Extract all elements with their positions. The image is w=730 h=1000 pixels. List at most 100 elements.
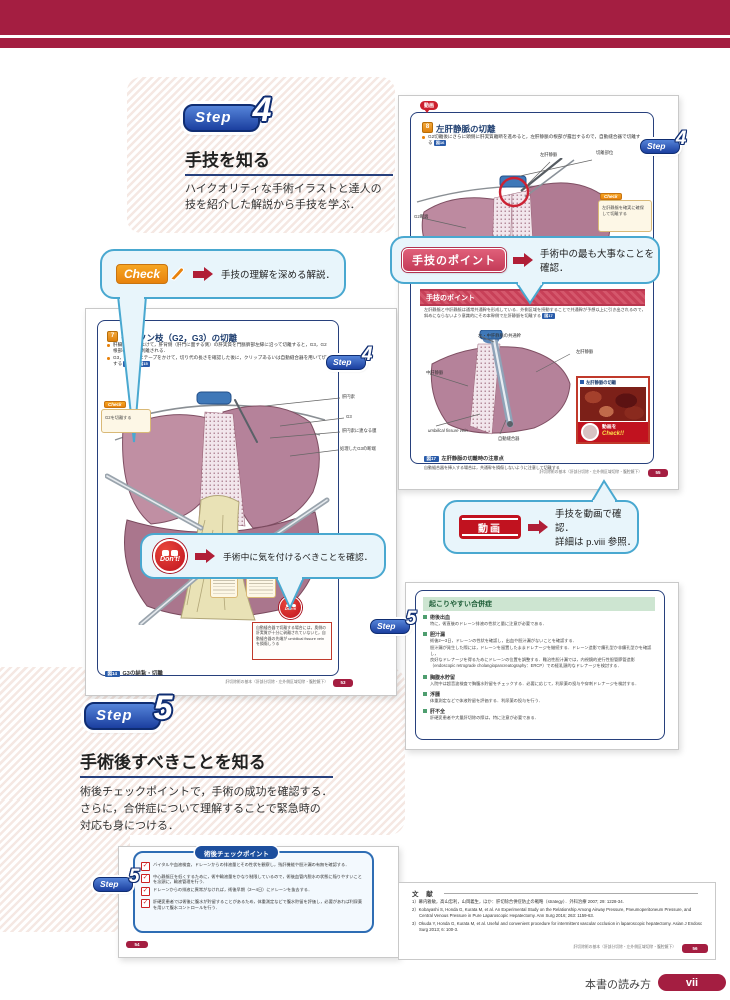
checkmark-icon: ✓ bbox=[141, 873, 150, 883]
step5-hatch-bg-lower bbox=[0, 800, 130, 932]
figure-badge: 図17 bbox=[424, 456, 439, 462]
step-word: Step bbox=[326, 355, 367, 370]
complication-line: 入院中は超音波検査で胸腹水貯留をチェックする．必要に応じて，利尿薬の投与や穿刺ド… bbox=[430, 680, 640, 686]
complication-line: 特に，術直後のドレーン排液の性状と量に注意が必要である． bbox=[430, 621, 547, 626]
check-badge: Check bbox=[116, 264, 169, 284]
step4-title: 手技を知る bbox=[185, 151, 270, 170]
check-note-box: G2を切離する bbox=[101, 409, 151, 433]
cta-line2: Check!! bbox=[602, 431, 625, 438]
vascular-clamp bbox=[479, 330, 503, 340]
complication-title: 胸腹水貯留 bbox=[423, 674, 657, 681]
reference: 2）Kobayashi S, Honda G, Kurata M, et al.… bbox=[412, 906, 692, 918]
left-page-title: グリソン枝（G2，G3）の切離 bbox=[121, 333, 238, 343]
caption-text: G3の結紮・切離 bbox=[122, 671, 163, 677]
anatomy-label: 左・中肝静脈の共通幹 bbox=[478, 333, 521, 338]
right-page-footer: 肝切除術の基本（肝部分切除・左外側区域切除・腹腔鏡下） bbox=[539, 470, 642, 474]
mini-check-badge: Check bbox=[600, 193, 622, 200]
step-number: 4 bbox=[675, 128, 687, 149]
step5-badge: Step 5 bbox=[84, 689, 173, 730]
dont-badge: Don't! bbox=[153, 539, 187, 573]
step-number: 4 bbox=[361, 344, 373, 365]
bullet: G2切離後にさらに頭側に肝実質離断を進めると，左肝静脈の根部が露出するので，自動… bbox=[422, 134, 644, 147]
pointing-hand-icon bbox=[170, 266, 184, 281]
step4-mini-badge: Step 4 bbox=[326, 344, 372, 370]
checklist-page-number: 54 bbox=[126, 941, 148, 948]
checklist-items: ✓ バイタルや血液検査，ドレーンからの排液量とその性状を観察し，残肝機能や胆汁漏の… bbox=[141, 862, 363, 913]
point-text: 左肝静脈と中肝静脈は通常共通幹を形成している．外側区域を授動することで共通幹が予… bbox=[424, 307, 646, 319]
checklist-text: 肝硬変患者では術後に腹水が貯留することがあるため，体重測定などで腹水貯留を評価し… bbox=[153, 898, 363, 910]
mini-check-badge: Check bbox=[104, 401, 126, 408]
vascular-clamp bbox=[196, 391, 232, 405]
reference: 1）幕内雅敏，高山忠利，山岡義生，ほか：肝切除合併症防止の戦略（strategy… bbox=[412, 899, 624, 904]
anatomy-label: 自動縫合器 bbox=[498, 436, 520, 441]
step-word: Step bbox=[640, 139, 681, 154]
complication-line: 体重測定などで体液貯留を評価する．利尿薬の投与を行う． bbox=[430, 698, 543, 704]
sample-page-references bbox=[398, 882, 716, 960]
complication-line: 胆汁漏が発生した際には，ドレーンを留置したままドレナージを継続する．ドレーン造影… bbox=[430, 644, 652, 656]
complication-line: 肝硬変患者や大量肝切除の際は，特に注意が必要である． bbox=[430, 715, 539, 721]
top-banner bbox=[0, 0, 730, 35]
checklist-item: ✓中心静脈圧を低くするために，術中輸液量をかなり制限しているので，術後血管内脱水… bbox=[141, 873, 363, 885]
checklist-box bbox=[133, 851, 374, 933]
step4-hatch-bg bbox=[127, 77, 395, 233]
step4-description: ハイクオリティな手術イラストと達人の 技を紹介した解説から手技を学ぶ． bbox=[185, 182, 399, 214]
checklist-text: ドレーンからの排液に異常がなければ，術後早期（2〜4日）にドレーンを抜去する． bbox=[153, 887, 313, 893]
play-circle-icon bbox=[581, 423, 599, 441]
point-badge: 手技のポイント bbox=[402, 248, 506, 272]
check-callout: Check 手技の理解を深める解説． bbox=[100, 249, 346, 299]
checklist-text: バイタルや血液検査，ドレーンからの排液量とその性状を観察し，残肝機能や胆汁漏の有… bbox=[153, 862, 350, 867]
complications-body: 術後出血 特に，術直後のドレーン排液の性状と量に注意が必要である． 胆汁漏 術後… bbox=[423, 610, 657, 722]
highlight-circle bbox=[498, 176, 530, 208]
dont-callout: Don't! 手術中に気を付けるべきことを確認． bbox=[140, 533, 386, 579]
page-footer-label: 本書の読み方 bbox=[585, 979, 651, 991]
red-arrow-icon bbox=[193, 267, 214, 281]
complications-header: 起こりやすい合併症 bbox=[423, 597, 655, 611]
step5-desc-line3: 対応も身につける． bbox=[80, 820, 179, 833]
complication-title: 浮腫 bbox=[423, 691, 657, 698]
references-page-number: 56 bbox=[682, 944, 708, 953]
dont-callout-text: 手術中に気を付けるべきことを確認． bbox=[223, 551, 373, 562]
step-number: 5 bbox=[153, 689, 173, 727]
references-header: 文 献 bbox=[412, 891, 436, 898]
checklist-badge: 術後チェックポイント bbox=[195, 846, 278, 859]
anatomy-label: 中肝静脈 bbox=[426, 370, 444, 375]
dont-note-box: 自動縫合器で切離する場合には，奥側の肝実質が十分に剥離されていないと，自動縫合器… bbox=[252, 622, 332, 660]
references-list: 1）幕内雅敏，高山忠利，山岡義生，ほか：肝切除合併症防止の戦略（strategy… bbox=[412, 899, 704, 935]
references-footer: 肝切除術の基本（肝部分切除・左外側区域切除・腹腔鏡下） bbox=[573, 945, 676, 949]
checklist-item: ✓バイタルや血液検査，ドレーンからの排液量とその性状を観察し，残肝機能や胆汁漏の… bbox=[141, 862, 363, 871]
right-page-bullets: G2切離後にさらに頭側に肝実質離断を進めると，左肝静脈の根部が露出するので，自動… bbox=[422, 134, 644, 147]
anatomy-label: 肝円索に連なる膜 bbox=[342, 428, 377, 433]
cta-line1: 動画を bbox=[602, 425, 617, 431]
anatomy-label: G3 bbox=[346, 414, 352, 419]
step4-mini-badge-right: Step 4 bbox=[640, 128, 686, 154]
step-word: Step bbox=[183, 104, 260, 132]
step-word: Step bbox=[93, 877, 134, 892]
complication-title: 術後出血 bbox=[423, 614, 657, 621]
liver-illustration-lhv-bottom bbox=[429, 330, 571, 435]
left-page-number: 53 bbox=[333, 679, 353, 687]
figure-ref-badge: 図16 bbox=[433, 140, 447, 147]
point-paragraph: 左肝静脈と中肝静脈は通常共通幹を形成している．外側区域を授動することで共通幹が予… bbox=[424, 307, 646, 319]
check-note-box: 左肝静脈を確実に確保して切離する bbox=[598, 200, 652, 232]
figure-ref-badge: 図17 bbox=[542, 313, 555, 319]
step-number: 5 bbox=[405, 608, 417, 629]
top-banner-stripe bbox=[0, 38, 730, 48]
dont-label: Don't! bbox=[160, 555, 180, 563]
page-number-chip: vii bbox=[658, 974, 726, 991]
red-arrow-icon bbox=[195, 549, 215, 563]
step4-badge: Step 4 bbox=[183, 91, 272, 132]
complication-line: （endoscopic retrograde cholangiopancreat… bbox=[430, 663, 622, 669]
check-note-text: G2を切離する bbox=[105, 415, 132, 420]
bullet-text: G2切離後にさらに頭側に肝実質離断を進めると，左肝静脈の根部が露出するので，自動… bbox=[428, 134, 641, 146]
video-text-line1: 手技を動画で確認． bbox=[555, 509, 622, 534]
step5-mini-badge-checklist: Step 5 bbox=[93, 866, 139, 892]
figure-ref-badge: 図15 bbox=[137, 361, 150, 367]
tail-mask bbox=[120, 296, 144, 300]
video-badge: 動画 bbox=[459, 515, 521, 539]
anatomy-label: umbilical fissure vein bbox=[428, 428, 468, 433]
complication-line: 術後2〜3日，ドレーンの性状を確認し，出血や胆汁漏がないことを確認する． bbox=[430, 638, 577, 644]
